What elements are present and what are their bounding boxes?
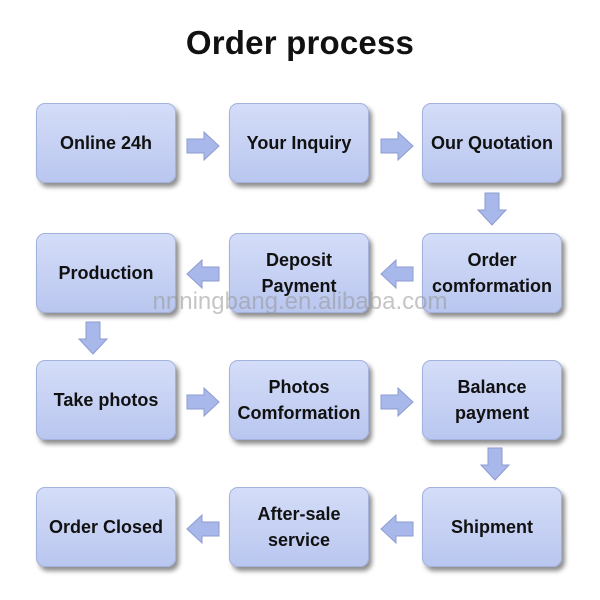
step-label: After-sale xyxy=(257,504,341,524)
step-label: payment xyxy=(454,403,530,423)
arrow-left-icon xyxy=(186,513,220,545)
arrow-left-icon xyxy=(380,513,414,545)
step-online-24h: Online 24h xyxy=(36,103,176,183)
arrow-right-icon xyxy=(186,386,220,418)
step-deposit-payment: Deposit Payment xyxy=(229,233,369,313)
step-label: Balance xyxy=(457,377,527,397)
step-production: Production xyxy=(36,233,176,313)
step-shipment: Shipment xyxy=(422,487,562,567)
diagram-title: Order process xyxy=(185,24,415,61)
step-label: Payment xyxy=(261,276,337,296)
arrow-down-icon xyxy=(77,321,109,355)
step-label: Production xyxy=(58,263,154,283)
step-label: Photos xyxy=(268,377,330,397)
step-label: Order xyxy=(467,250,517,270)
step-label: Take photos xyxy=(53,390,159,410)
arrow-right-icon xyxy=(380,130,414,162)
step-label: service xyxy=(267,530,331,550)
arrow-right-icon xyxy=(186,130,220,162)
step-our-quotation: Our Quotation xyxy=(422,103,562,183)
step-label: Your Inquiry xyxy=(246,133,352,153)
step-photos-comformation: Photos Comformation xyxy=(229,360,369,440)
step-take-photos: Take photos xyxy=(36,360,176,440)
arrow-left-icon xyxy=(186,258,220,290)
arrow-left-icon xyxy=(380,258,414,290)
step-your-inquiry: Your Inquiry xyxy=(229,103,369,183)
step-after-sale-service: After-sale service xyxy=(229,487,369,567)
arrow-right-icon xyxy=(380,386,414,418)
step-order-comformation: Order comformation xyxy=(422,233,562,313)
step-label: Our Quotation xyxy=(431,133,553,153)
arrow-down-icon xyxy=(476,192,508,226)
step-balance-payment: Balance payment xyxy=(422,360,562,440)
step-label: comformation xyxy=(431,276,552,296)
step-label: Order Closed xyxy=(48,517,164,537)
step-order-closed: Order Closed xyxy=(36,487,176,567)
step-label: Shipment xyxy=(450,517,533,537)
step-label: Online 24h xyxy=(59,133,153,153)
step-label: Deposit xyxy=(265,250,332,270)
arrow-down-icon xyxy=(479,447,511,481)
step-label: Comformation xyxy=(237,403,361,423)
